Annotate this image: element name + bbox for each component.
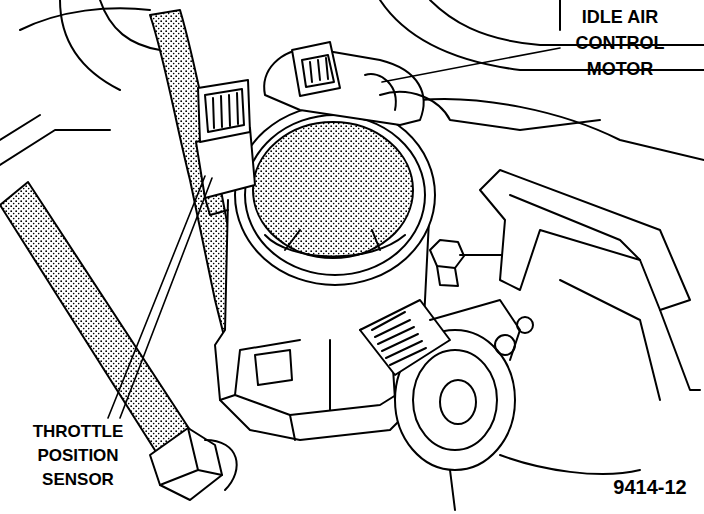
idle-air-control-motor	[20, 8, 600, 130]
hose-part	[0, 130, 110, 165]
throttle-linkage-part	[450, 470, 455, 510]
idle-air-control-motor-part	[310, 58, 328, 82]
leader-line-part	[108, 176, 205, 418]
throttle-linkage-part	[500, 455, 640, 474]
throttle-body-part	[235, 340, 300, 395]
hose-part	[0, 115, 40, 140]
hose-fitting-part	[198, 470, 222, 475]
figure-number: 9414-12	[600, 474, 700, 500]
bolt-part	[437, 266, 458, 286]
leader-line-part	[382, 48, 560, 82]
hose-fitting-part	[160, 428, 198, 485]
throttle-position-sensor-part	[198, 80, 250, 142]
leader-line	[108, 48, 560, 418]
label-anchor: 9414-12	[600, 474, 700, 500]
part-label: THROTTLE POSITION SENSOR	[18, 420, 138, 492]
throttle-bore-part	[265, 235, 405, 256]
throttle-bore-part	[235, 105, 435, 285]
throttle-position-sensor-part	[213, 93, 238, 128]
throttle-linkage-part	[413, 350, 497, 450]
throttle-position-sensor-part	[205, 198, 228, 215]
mounting-bracket-part	[510, 195, 640, 260]
throttle-linkage-part	[372, 312, 426, 365]
idle-air-control-motor-part	[380, 92, 600, 130]
throttle-linkage-part	[430, 300, 520, 360]
mounting-bracket-part	[660, 310, 700, 390]
throttle-body-part	[329, 340, 331, 410]
label-anchor: THROTTLE POSITION SENSOR	[18, 420, 138, 492]
leader-line-part	[120, 178, 212, 418]
bolt-part	[430, 240, 464, 268]
hose-fitting-part	[150, 428, 222, 500]
mounting-bracket-part	[480, 170, 690, 310]
throttle-bore-part	[285, 230, 380, 250]
throttle-linkage-part	[517, 317, 533, 333]
hose-part	[0, 182, 190, 455]
intake-duct-part	[420, 99, 704, 160]
hose-fitting	[150, 428, 237, 500]
throttle-linkage	[360, 300, 640, 510]
throttle-body-part	[290, 415, 295, 440]
idle-air-control-motor-part	[302, 55, 334, 87]
label-anchor: IDLE AIR CONTROL MOTOR	[545, 4, 695, 82]
part-label: IDLE AIR CONTROL MOTOR	[545, 4, 695, 82]
idle-air-control-motor-part	[264, 48, 423, 125]
mounting-bracket-part	[560, 280, 660, 400]
throttle-body-part	[255, 350, 292, 385]
throttle-body-part	[220, 380, 420, 415]
throttle-linkage-part	[440, 380, 476, 424]
throttle-linkage-part	[495, 335, 515, 355]
throttle-bore-part	[245, 115, 425, 275]
hose-fitting-part	[205, 440, 237, 490]
intake-duct-part	[559, 0, 561, 30]
throttle-bore-part	[253, 122, 413, 258]
idle-air-control-motor-part	[292, 42, 340, 96]
throttle-bore	[235, 105, 435, 285]
throttle-linkage-part	[360, 300, 450, 375]
throttle-position-sensor-part	[205, 89, 244, 132]
mounting-bracket	[480, 170, 700, 400]
idle-air-control-motor-part	[20, 8, 150, 30]
